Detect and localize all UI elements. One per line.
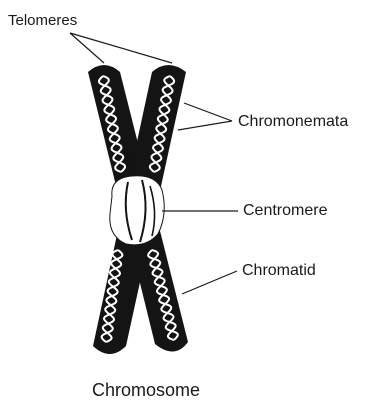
leader-chromonemata-upper	[184, 103, 232, 121]
diagram-caption: Chromosome	[0, 381, 292, 399]
leader-telomeres-right	[70, 33, 172, 63]
leader-chromonemata-lower	[178, 121, 232, 130]
label-centromere: Centromere	[243, 203, 327, 219]
label-telomeres: Telomeres	[8, 13, 77, 28]
label-chromonemata: Chromonemata	[238, 114, 348, 130]
label-chromatid: Chromatid	[242, 263, 316, 279]
centromere-body	[110, 176, 164, 245]
centromere	[110, 176, 164, 245]
leader-chromatid	[182, 271, 237, 294]
